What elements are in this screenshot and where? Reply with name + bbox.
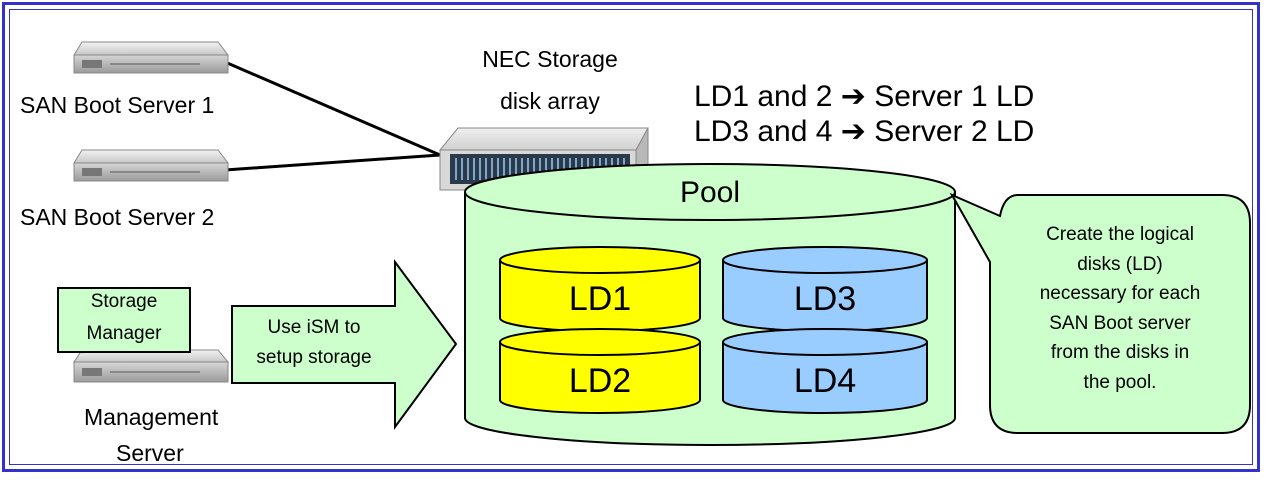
- outer-frame: [2, 2, 1260, 472]
- callout-line: Create the logical: [1046, 224, 1194, 245]
- ld4-label: LD4: [793, 362, 857, 400]
- mapping-line-2: LD3 and 4 ➔ Server 2 LD: [694, 115, 1035, 148]
- ld3-label: LD3: [793, 280, 857, 318]
- label-management: Management: [84, 404, 219, 430]
- callout-line: the pool.: [1083, 371, 1157, 393]
- mapping-line-1: LD1 and 2 ➔ Server 1 LD: [694, 80, 1035, 113]
- arrow-text-line-2: setup storage: [256, 347, 372, 368]
- label-san-boot-server-2: SAN Boot Server 2: [20, 204, 215, 230]
- server-icon-san2: [73, 149, 230, 182]
- ld1-label: LD1: [568, 280, 632, 318]
- label-server: Server: [116, 440, 184, 466]
- storage-manager-line-1: Storage: [90, 291, 158, 312]
- ld3-cylinder: [722, 246, 928, 332]
- connection-line-server1: [224, 60, 441, 157]
- server-icon-management: [73, 349, 230, 383]
- callout-text: Create the logical disks (LD) necessary …: [992, 220, 1248, 398]
- pool-label: Pool: [679, 176, 741, 209]
- connection-line-server2: [224, 153, 441, 172]
- callout-line: from the disks in: [1050, 342, 1190, 364]
- storage-manager-line-2: Manager: [86, 323, 162, 344]
- callout-bubble: [949, 192, 1251, 434]
- arrow-text-line-1: Use iSM to: [267, 317, 361, 338]
- callout-line: disks (LD): [1077, 253, 1163, 275]
- label-disk-array: disk array: [500, 88, 600, 114]
- callout-line: SAN Boot server: [1049, 312, 1191, 334]
- server-icon-san1: [73, 41, 230, 74]
- storage-manager-box: [57, 287, 191, 353]
- label-nec-storage: NEC Storage: [482, 46, 618, 72]
- callout-line: necessary for each: [1039, 283, 1201, 305]
- ld2-cylinder: [499, 328, 701, 414]
- ld4-cylinder: [722, 328, 928, 414]
- setup-arrow: [231, 258, 458, 431]
- ld2-label: LD2: [568, 362, 632, 400]
- label-san-boot-server-1: SAN Boot Server 1: [20, 92, 215, 118]
- inner-frame: [9, 9, 1253, 465]
